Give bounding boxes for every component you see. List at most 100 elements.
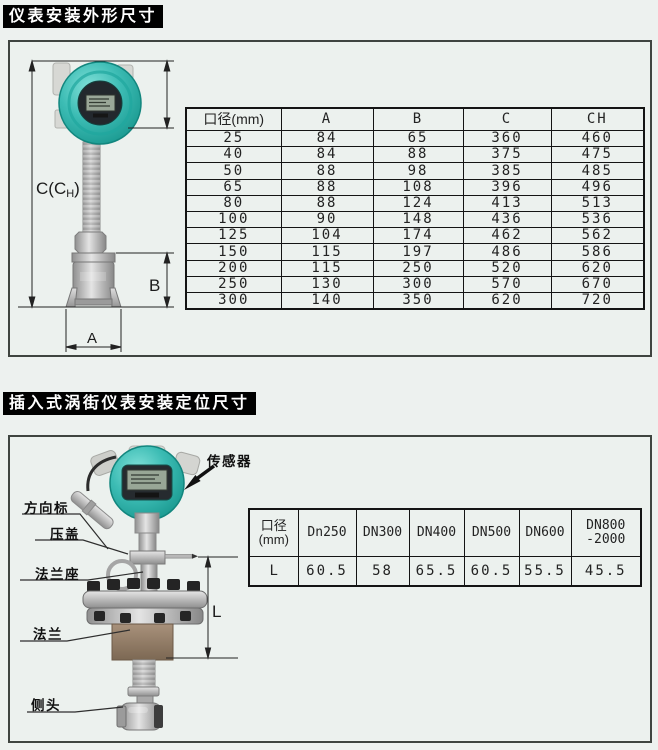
table-cell: 200: [185, 259, 282, 277]
table-cell: 88: [280, 194, 374, 212]
col-header: DN300: [355, 508, 410, 557]
table-cell: 174: [372, 227, 464, 245]
neck: [134, 512, 160, 534]
table-cell: 124: [372, 194, 464, 212]
flange-seat-body: [111, 623, 174, 661]
col-header: DN500: [463, 508, 520, 557]
lcd-display-2: [126, 469, 168, 491]
table-cell: 50: [185, 162, 282, 180]
table-cell: 84: [280, 146, 374, 164]
insertion-flowmeter-figure: L: [20, 445, 238, 731]
table-cell: 513: [550, 194, 645, 212]
flowmeter-outline-figure: C(CH) B A: [18, 59, 174, 352]
table-cell: 25: [185, 129, 282, 148]
sensor-cable: [86, 455, 117, 492]
table-cell: 350: [372, 291, 464, 310]
table-cell: 396: [462, 178, 552, 196]
transmitter-head-2: [109, 445, 185, 521]
table-cell: 496: [550, 178, 645, 196]
table-cell: 375: [462, 146, 552, 164]
table-cell: 250: [185, 275, 282, 293]
table-cell: 460: [550, 129, 645, 148]
table-cell: 436: [462, 210, 552, 229]
table-cell: 462: [462, 227, 552, 245]
dn800-line1: DN800: [586, 518, 626, 534]
table-cell: 300: [185, 291, 282, 310]
col-header: CH: [550, 107, 645, 131]
dim-label-c: C(CH): [36, 179, 80, 200]
callout-sensor: 传感器: [207, 454, 252, 469]
section1-title: 仪表安装外形尺寸: [3, 5, 164, 28]
callout-direction-indicator: 方向标: [24, 501, 69, 516]
table-cell: 130: [280, 275, 374, 293]
table-cell: 150: [185, 243, 282, 261]
flange-assembly: [82, 578, 208, 625]
side-rod: [164, 553, 198, 559]
col-header-dn800: DN800-2000: [570, 508, 642, 557]
table-cell: 125: [185, 227, 282, 245]
table-cell: 520: [462, 259, 552, 277]
table-cell: 104: [280, 227, 374, 245]
callout-flange: 法兰: [33, 627, 63, 642]
meter-body: [65, 252, 122, 308]
table-cell: 60.5: [463, 556, 520, 587]
row-label: L: [248, 556, 299, 587]
table-cell: 88: [280, 162, 374, 180]
wire-loop: [106, 559, 138, 591]
table-cell: 84: [280, 129, 374, 148]
table-cell: 90: [280, 210, 374, 229]
table-cell: 115: [280, 259, 374, 277]
dim-label-a: A: [87, 330, 97, 347]
callout-flange-seat: 法兰座: [35, 567, 80, 582]
col-header: C: [462, 107, 552, 131]
col-header: A: [280, 107, 374, 131]
callout-gland: 压盖: [50, 527, 80, 542]
probe-tee: [116, 695, 163, 731]
table-cell: 562: [550, 227, 645, 245]
table-cell: 300: [372, 275, 464, 293]
table-cell: 486: [462, 243, 552, 261]
table-cell: 385: [462, 162, 552, 180]
table-cell: 45.5: [570, 556, 642, 587]
table-cell: 485: [550, 162, 645, 180]
table-cell: 65.5: [408, 556, 465, 587]
table-cell: 140: [280, 291, 374, 310]
table-cell: 250: [372, 259, 464, 277]
table-cell: 88: [280, 178, 374, 196]
table-cell: 98: [372, 162, 464, 180]
table-cell: 60.5: [297, 556, 357, 587]
col-header: 口径(mm): [185, 107, 282, 131]
gland-collar: [129, 550, 166, 565]
table-cell: 115: [280, 243, 374, 261]
table-cell: 108: [372, 178, 464, 196]
lcd-display: [85, 94, 116, 112]
table-cell: 670: [550, 275, 645, 293]
table-cell: 88: [372, 146, 464, 164]
stem-nut: [127, 686, 160, 697]
table-cell: 620: [550, 259, 645, 277]
dn800-line2: -2000: [586, 532, 626, 547]
table-cell: 40: [185, 146, 282, 164]
table-cell: 475: [550, 146, 645, 164]
dim-label-l: L: [212, 602, 221, 621]
meter-stem: [82, 141, 101, 236]
table-cell: 58: [355, 556, 410, 587]
section2-title: 插入式涡街仪表安装定位尺寸: [3, 392, 256, 415]
